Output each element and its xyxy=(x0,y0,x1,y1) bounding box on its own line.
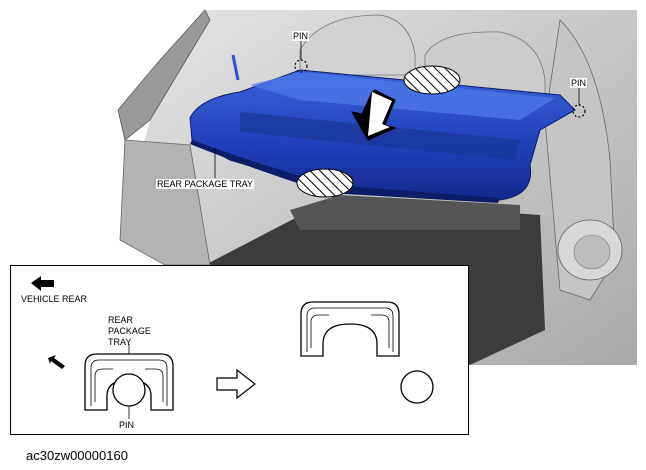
pin-marker-left xyxy=(294,59,308,73)
vehicle-rear-label: VEHICLE REAR xyxy=(21,294,88,304)
hatched-grip-zone-top xyxy=(403,65,461,95)
direction-arrow-icon xyxy=(48,355,65,369)
figure-code: ac30zw00000160 xyxy=(26,448,128,463)
transition-arrow-icon xyxy=(216,368,256,400)
pin-marker-right xyxy=(572,104,586,118)
pin-label-left: PIN xyxy=(292,31,310,41)
hatched-grip-zone-bottom xyxy=(296,168,354,198)
detached-pin-circle xyxy=(400,370,434,404)
tray-label-line1: REAR xyxy=(108,315,134,325)
pin-circle xyxy=(112,373,146,407)
removal-arrow xyxy=(351,89,397,141)
detail-inset: VEHICLE REAR REAR PACKAGE TRAY PIN xyxy=(10,265,469,435)
detail-drawing xyxy=(31,276,434,419)
tray-label-line3: TRAY xyxy=(108,337,132,347)
tray-label-line2: PACKAGE xyxy=(108,326,151,336)
vehicle-rear-arrow-icon xyxy=(31,276,54,291)
pin-label: PIN xyxy=(119,420,135,430)
bracket-with-pin xyxy=(84,353,174,411)
bracket-empty xyxy=(300,301,400,357)
pin-label-right: PIN xyxy=(570,78,588,88)
rear-package-tray-label: REAR PACKAGE TRAY xyxy=(156,179,255,189)
